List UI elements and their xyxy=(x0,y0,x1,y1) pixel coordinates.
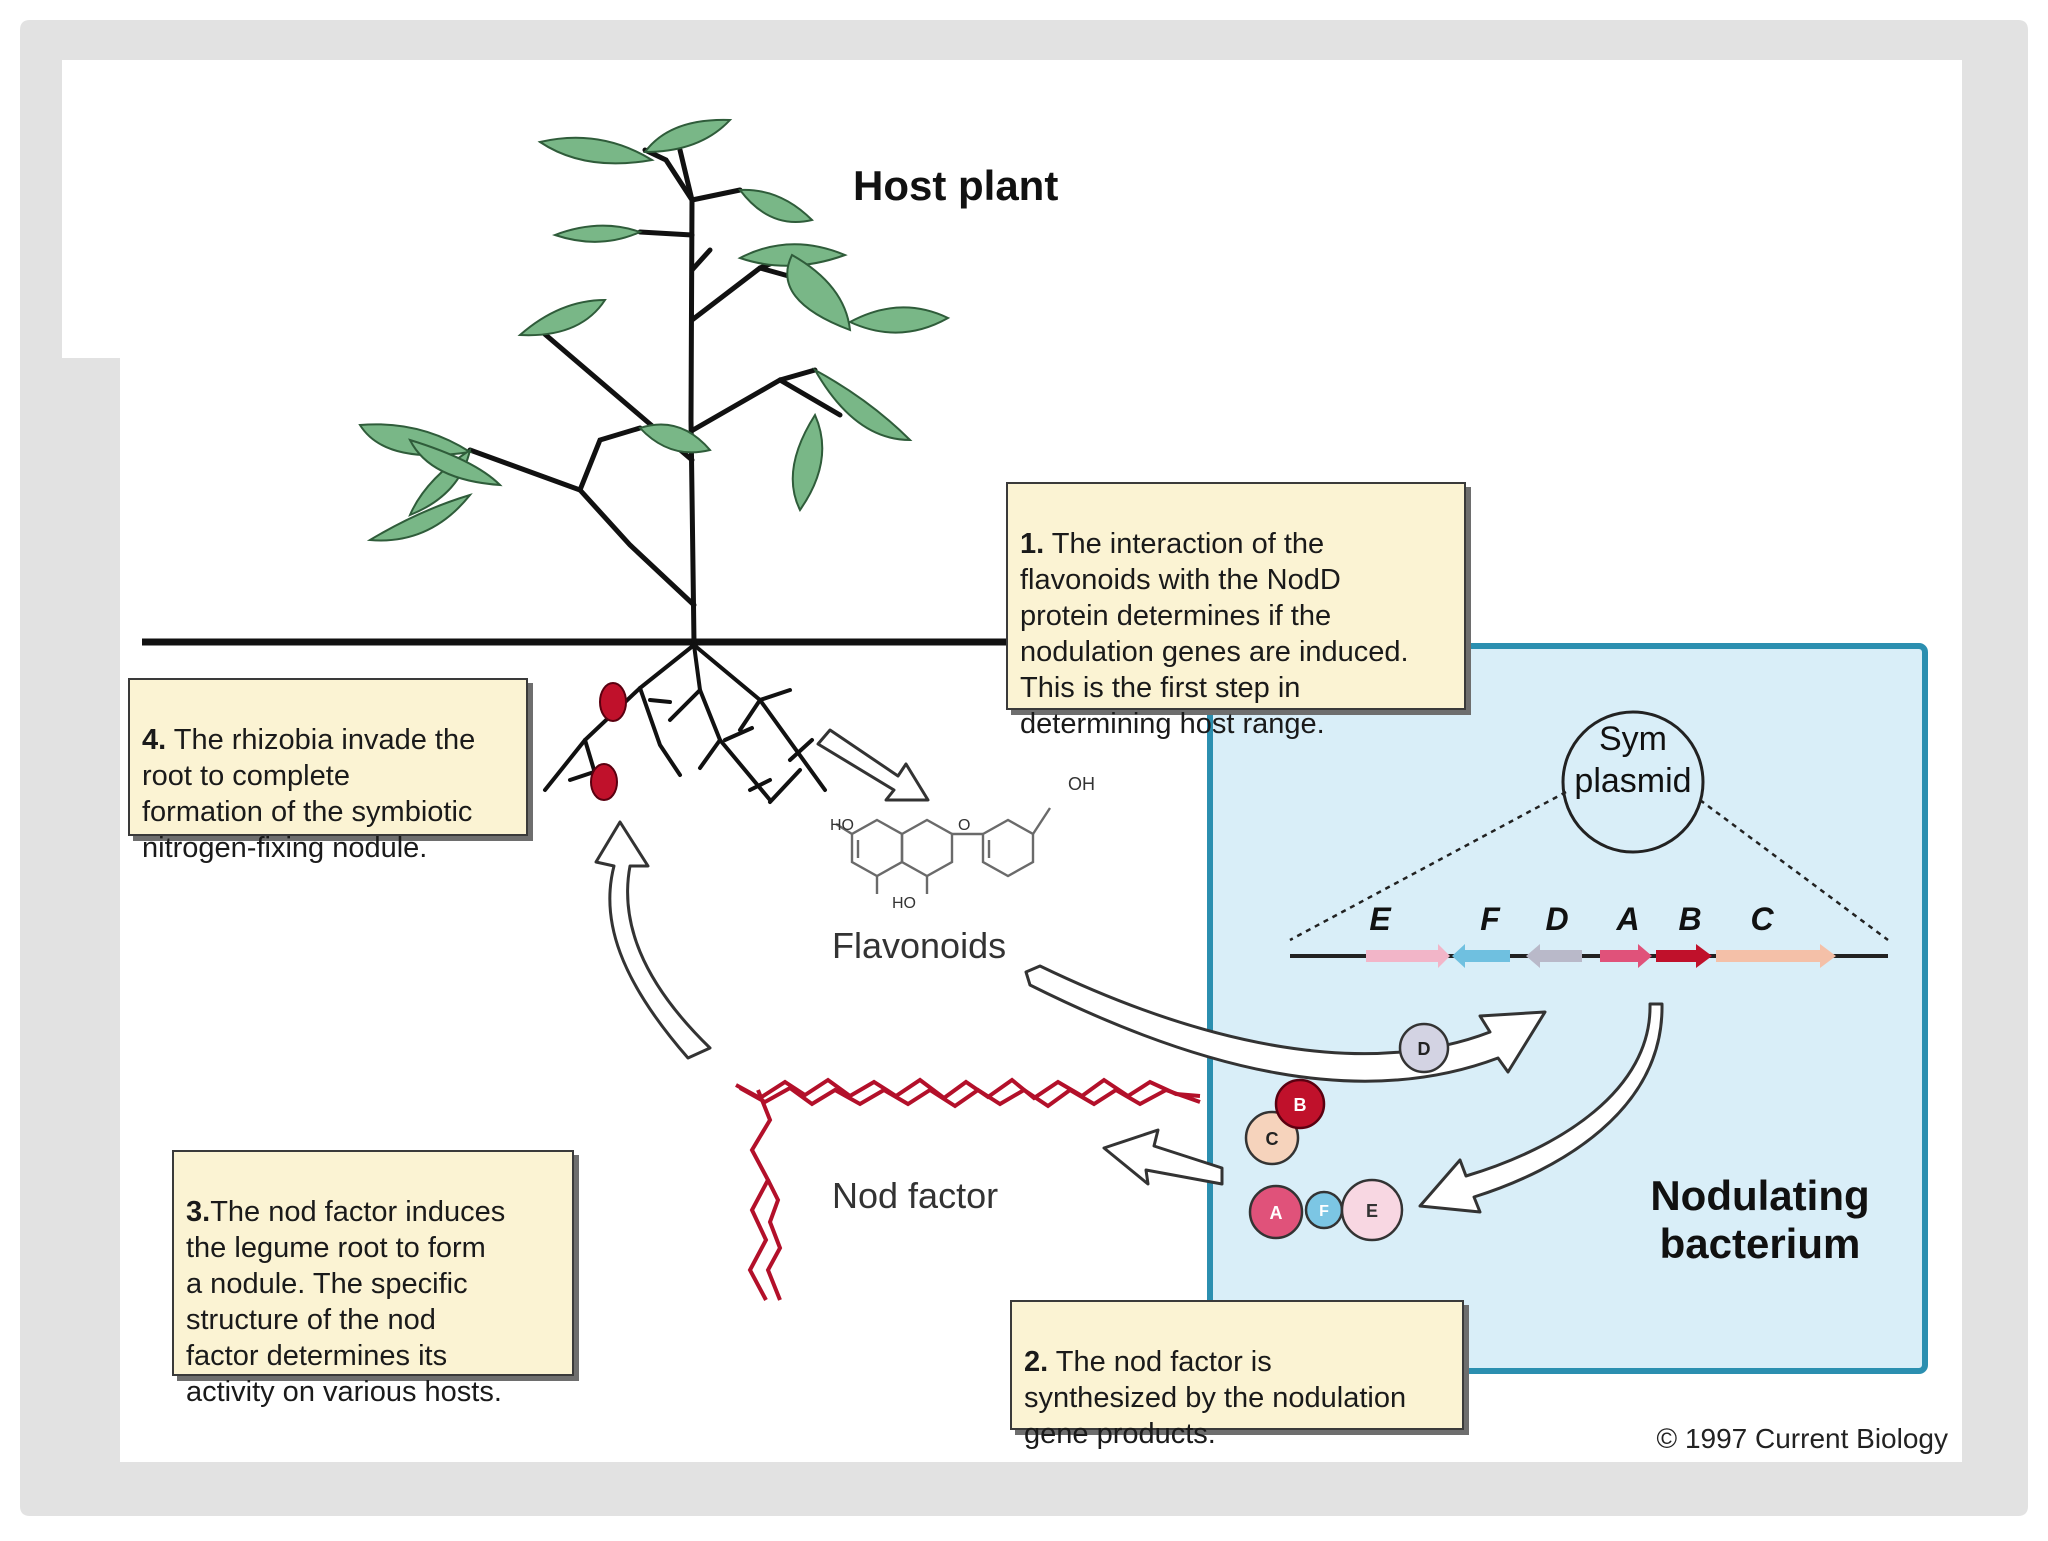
leaf xyxy=(638,423,712,454)
protein-c-label: C xyxy=(1266,1129,1279,1149)
leaf xyxy=(786,253,852,332)
leaf xyxy=(847,306,951,334)
gene-label-f: F xyxy=(1480,901,1501,937)
note-step-3-number: 3. xyxy=(186,1196,211,1228)
nodulating-bacterium-label-line1: Nodulating xyxy=(1650,1172,1869,1219)
protein-f-label: F xyxy=(1319,1203,1329,1220)
protein-e xyxy=(1340,1178,1404,1242)
note-step-1-number: 1. xyxy=(1020,528,1045,560)
flavonoids-label: Flavonoids xyxy=(832,925,1006,966)
leaf xyxy=(537,136,655,165)
note-step-2-text: The nod factor is synthesized by the nod… xyxy=(1024,1346,1407,1450)
note-step-2-number: 2. xyxy=(1024,1346,1049,1378)
sym-plasmid-label-line2: plasmid xyxy=(1574,762,1691,800)
gene-arrow-a xyxy=(1600,944,1652,968)
chem-ho-left: HO xyxy=(830,817,854,834)
flavonoid-molecule xyxy=(835,807,1052,894)
nod-factor-chain xyxy=(735,1077,1201,1301)
arrow-roots-to-flavonoids xyxy=(816,728,930,802)
leaf xyxy=(552,224,643,243)
protein-e-label: E xyxy=(1366,1201,1378,1221)
plant-stem xyxy=(467,147,843,645)
note-step-4-number: 4. xyxy=(142,724,167,756)
leaf xyxy=(517,298,607,337)
leaf xyxy=(366,493,473,542)
chem-oh: OH xyxy=(1068,774,1095,794)
leaf xyxy=(738,188,814,223)
leaf xyxy=(408,438,503,487)
title-band xyxy=(62,60,1962,358)
protein-b xyxy=(1274,1078,1326,1130)
sym-plasmid-label-line1: Sym xyxy=(1599,720,1667,758)
plant-leaves xyxy=(358,118,951,542)
arrow-proteins-to-nodfactor xyxy=(1102,1128,1224,1186)
host-plant-label: Host plant xyxy=(853,162,1058,209)
copyright: © 1997 Current Biology xyxy=(1657,1423,1948,1454)
leaf xyxy=(791,412,824,512)
root-nodule xyxy=(599,682,627,722)
protein-b-label: B xyxy=(1294,1095,1307,1115)
note-step-1: 1. The interaction of the flavonoids wit… xyxy=(1006,482,1466,740)
note-step-4: 4. The rhizobia invade the root to compl… xyxy=(128,678,528,864)
sym-plasmid-circle xyxy=(1561,710,1705,854)
gene-label-b: B xyxy=(1678,901,1701,937)
chem-o: O xyxy=(958,817,970,834)
gene-label-e: E xyxy=(1369,901,1392,937)
protein-a xyxy=(1248,1184,1304,1240)
protein-d-label: D xyxy=(1418,1039,1431,1059)
gene-arrow-c xyxy=(1716,944,1836,968)
gene-arrow-f xyxy=(1452,944,1510,968)
note-step-2: 2. The nod factor is synthesized by the … xyxy=(1010,1300,1464,1450)
arrow-plasmid-to-proteins xyxy=(1418,1002,1664,1214)
gene-arrow-d xyxy=(1526,944,1582,968)
note-step-1-text: The interaction of the flavonoids with t… xyxy=(1020,528,1409,740)
gene-label-c: C xyxy=(1750,901,1774,937)
chem-ho-bottom: HO xyxy=(892,895,916,912)
nod-factor-label: Nod factor xyxy=(832,1175,998,1216)
note-step-3-text: The nod factor induces the legume root t… xyxy=(186,1196,506,1408)
note-step-3: 3.The nod factor induces the legume root… xyxy=(172,1150,574,1408)
protein-c xyxy=(1244,1110,1300,1166)
gene-label-a: A xyxy=(1615,901,1639,937)
arrow-nodfactor-to-nodule xyxy=(594,820,712,1060)
protein-d xyxy=(1398,1022,1450,1074)
leaf xyxy=(812,367,913,442)
root-nodule xyxy=(590,763,618,801)
plasmid-expansion-left xyxy=(1289,790,1567,942)
protein-a-label: A xyxy=(1270,1203,1283,1223)
gene-arrow-b xyxy=(1656,944,1712,968)
note-step-4-text: The rhizobia invade the root to complete… xyxy=(142,724,476,864)
gene-arrow-e xyxy=(1366,944,1450,968)
nodulating-bacterium-label-line2: bacterium xyxy=(1660,1220,1861,1267)
leaf xyxy=(643,118,733,154)
gene-label-d: D xyxy=(1545,901,1568,937)
